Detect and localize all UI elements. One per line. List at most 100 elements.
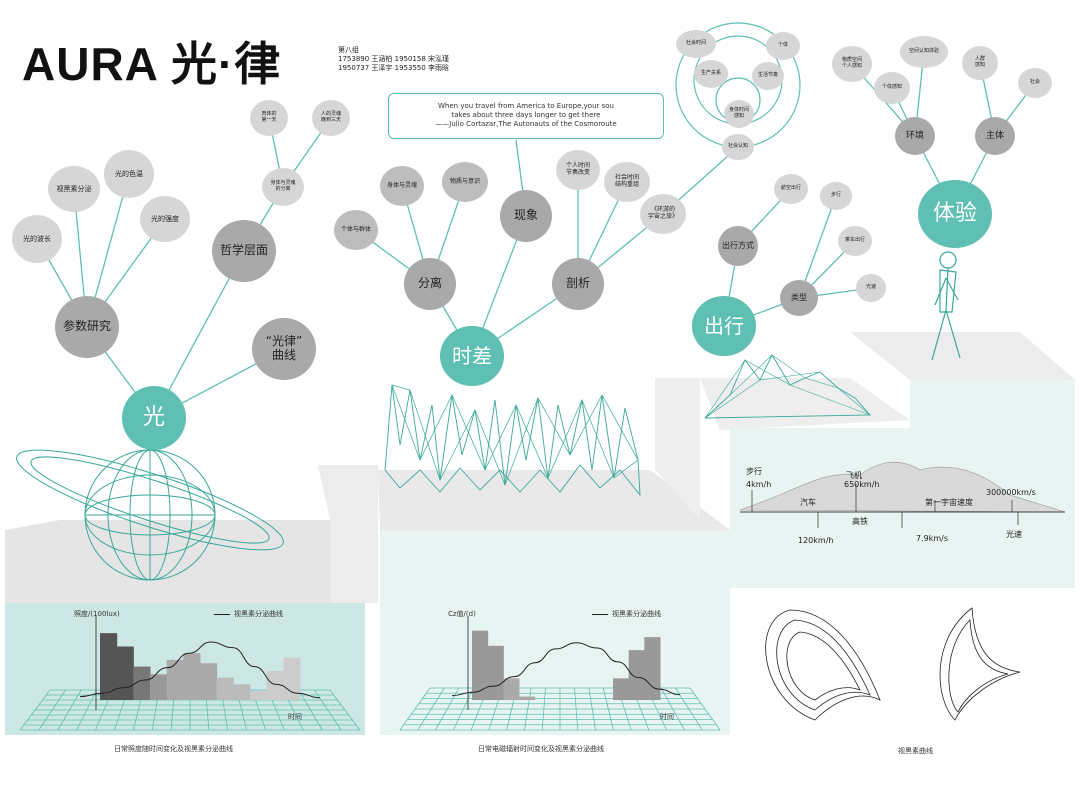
quote-line: ——Julio Cortazar,The Autonauts of the Co… <box>435 120 617 128</box>
mid-bar <box>519 696 536 700</box>
mid-bar <box>628 650 645 700</box>
ring-node: 社会认知 <box>722 134 754 160</box>
credit-line: 1753890 王涵柏 1950158 宋泓瑾 <box>338 55 450 63</box>
page-title: AURA 光·律 <box>22 38 282 90</box>
node-hp3: 身体与灵魂 的分离 <box>262 168 304 206</box>
node-e1: 物质空间 个人感知 <box>832 46 872 82</box>
quote-line: When you travel from America to Europe,y… <box>438 102 614 110</box>
node-jetlag: 时差 <box>440 326 504 386</box>
credits: 第八组 1753890 王涵柏 1950158 宋泓瑾 1950737 王泽宇 … <box>338 46 449 73</box>
node-e2: 空间认知体验 <box>900 36 948 68</box>
left-bar <box>183 653 201 700</box>
mid-bar <box>644 637 661 700</box>
left-chart-legend: 视黑素分泌曲线 <box>214 609 283 619</box>
mid-chart-ylabel: Cz值/(d) <box>448 610 476 618</box>
node-subject: 主体 <box>975 117 1015 155</box>
speed-train-label: 高铁 <box>852 517 868 526</box>
quote-line: takes about three days longer to get the… <box>451 111 601 119</box>
node-param: 参数研究 <box>55 296 119 358</box>
ring-node: 社会时间 <box>676 30 716 58</box>
quote-box: When you travel from America to Europe,y… <box>388 93 664 139</box>
node-t4: 光速 <box>856 274 886 302</box>
node-a2: 社会时间 结构重组 <box>604 162 650 202</box>
node-travel: 出行 <box>692 296 756 356</box>
node-a3: 《环游的 宇宙之旅》 <box>640 194 686 234</box>
node-s1: 个体与群体 <box>334 210 378 250</box>
mid-legend-text: 视黑素分泌曲线 <box>612 610 661 618</box>
speed-walk-label: 步行 <box>746 467 762 476</box>
node-a1: 个人时间 节奏改变 <box>556 150 600 190</box>
speed-plane-label: 飞机 <box>846 471 862 480</box>
node-t3: 乘车出行 <box>838 226 872 256</box>
mid-bar <box>503 678 520 700</box>
right-caption: 视黑素曲线 <box>898 747 933 755</box>
speed-rocket-label: 第一宇宙速度 <box>925 498 973 507</box>
node-s3: 物质与意识 <box>442 162 488 202</box>
left-bar <box>233 684 251 700</box>
left-bar <box>250 691 268 700</box>
left-chart-caption: 日常照度随时间变化及视黑素分泌曲线 <box>114 745 233 753</box>
ring-node: 生产关系 <box>694 60 728 88</box>
mid-bar <box>613 678 630 700</box>
speed-car-value: 120km/h <box>798 536 834 545</box>
ring-node: 身体时间 感知 <box>724 100 754 128</box>
left-bar <box>166 659 184 700</box>
left-bar <box>216 677 234 700</box>
node-hp2: 人的灵魂 晚到三天 <box>312 100 350 136</box>
credit-line: 第八组 <box>338 46 359 54</box>
ring-node: 个体 <box>766 32 800 60</box>
node-e5: 个体感知 <box>874 72 910 104</box>
node-experience: 体验 <box>918 180 992 248</box>
planet-wireframe <box>16 449 284 581</box>
shell-sculptures <box>765 607 1021 721</box>
left-bar <box>100 633 118 700</box>
node-s2: 身体与灵魂 <box>380 166 424 206</box>
mid-chart-legend: 视黑素分泌曲线 <box>592 609 661 619</box>
mid-melanin-curve <box>451 642 681 697</box>
left-chart-xlabel: 时间 <box>288 713 302 721</box>
node-color: 光的色温 <box>104 150 154 198</box>
node-hp1: 肉体的 第一天 <box>250 100 288 136</box>
left-bar <box>133 666 151 700</box>
node-t1: 航空出行 <box>774 174 808 204</box>
node-analysis: 剖析 <box>552 258 604 310</box>
node-travel-way: 出行方式 <box>718 226 758 266</box>
speed-light-label: 光速 <box>1006 530 1022 539</box>
left-bar <box>200 663 218 700</box>
mid-bar <box>487 645 504 700</box>
speed-rocket-value: 7.9km/s <box>916 534 949 543</box>
walking-figure <box>931 251 961 361</box>
node-environment: 环境 <box>895 117 935 155</box>
ring-node: 生活节奏 <box>752 62 784 90</box>
speed-walk-value: 4km/h <box>746 480 772 489</box>
node-wavelength: 光的波长 <box>12 215 62 263</box>
speed-lightspeed-value: 300000km/s <box>986 488 1036 497</box>
left-melanin-curve <box>79 641 321 699</box>
node-curve: “光律” 曲线 <box>252 318 316 380</box>
mountain-mesh <box>704 354 871 419</box>
node-intensity: 光的强度 <box>140 196 190 242</box>
node-e4: 社会 <box>1018 68 1052 98</box>
speed-terrain <box>739 461 1066 513</box>
left-legend-text: 视黑素分泌曲线 <box>234 610 283 618</box>
node-type: 类型 <box>780 280 818 316</box>
left-bar <box>266 671 284 700</box>
mid-bar <box>472 630 489 700</box>
node-separate: 分离 <box>404 258 456 310</box>
node-phenomenon: 现象 <box>500 190 552 242</box>
node-philo: 哲学层面 <box>212 220 276 282</box>
mid-chart-xlabel: 时间 <box>660 713 674 721</box>
node-melanin: 视黑素分泌 <box>48 166 100 212</box>
credit-line: 1950737 王泽宇 1953550 李雨晗 <box>338 64 450 72</box>
left-chart-ylabel: 照度/(100lux) <box>74 610 120 618</box>
speed-plane-value: 650km/h <box>844 480 880 489</box>
left-bar <box>116 646 134 700</box>
node-t2: 步行 <box>820 182 852 210</box>
node-light: 光 <box>122 386 186 450</box>
left-bar <box>150 674 168 700</box>
mid-chart-caption: 日常电磁辐射时间变化及视黑素分泌曲线 <box>478 745 604 753</box>
node-e3: 人群 感知 <box>962 46 998 80</box>
